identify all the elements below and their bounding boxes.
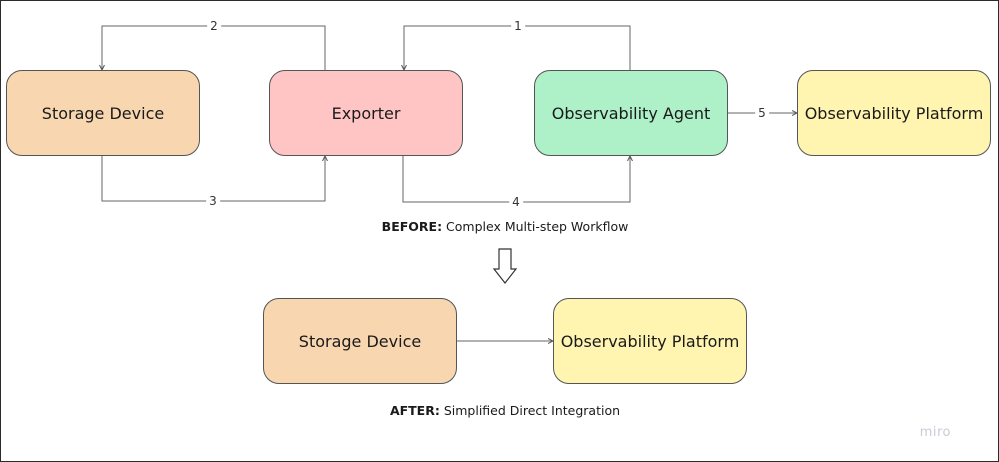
edge-label-2: 2 <box>207 19 221 33</box>
edge-label-3: 3 <box>206 194 220 208</box>
after-node-observability-platform[interactable]: Observability Platform <box>553 298 747 384</box>
after-node-storage-device[interactable]: Storage Device <box>263 298 457 384</box>
after-caption-bold: AFTER: <box>389 403 440 418</box>
after-caption-text: Simplified Direct Integration <box>439 403 621 418</box>
node-observability-platform[interactable]: Observability Platform <box>797 70 991 156</box>
after-caption: AFTER: Simplified Direct Integration <box>390 403 620 418</box>
node-observability-agent[interactable]: Observability Agent <box>534 70 728 156</box>
transition-down-arrow-icon <box>492 248 518 284</box>
edge-label-1: 1 <box>511 19 525 33</box>
node-exporter[interactable]: Exporter <box>269 70 463 156</box>
node-storage-device[interactable]: Storage Device <box>6 70 200 156</box>
before-caption: BEFORE: Complex Multi-step Workflow <box>382 219 629 234</box>
edge-label-5: 5 <box>755 106 769 120</box>
before-caption-text: Complex Multi-step Workflow <box>442 219 629 234</box>
edge-label-4: 4 <box>509 195 523 209</box>
miro-watermark: miro <box>919 425 951 440</box>
before-caption-bold: BEFORE: <box>381 219 443 234</box>
